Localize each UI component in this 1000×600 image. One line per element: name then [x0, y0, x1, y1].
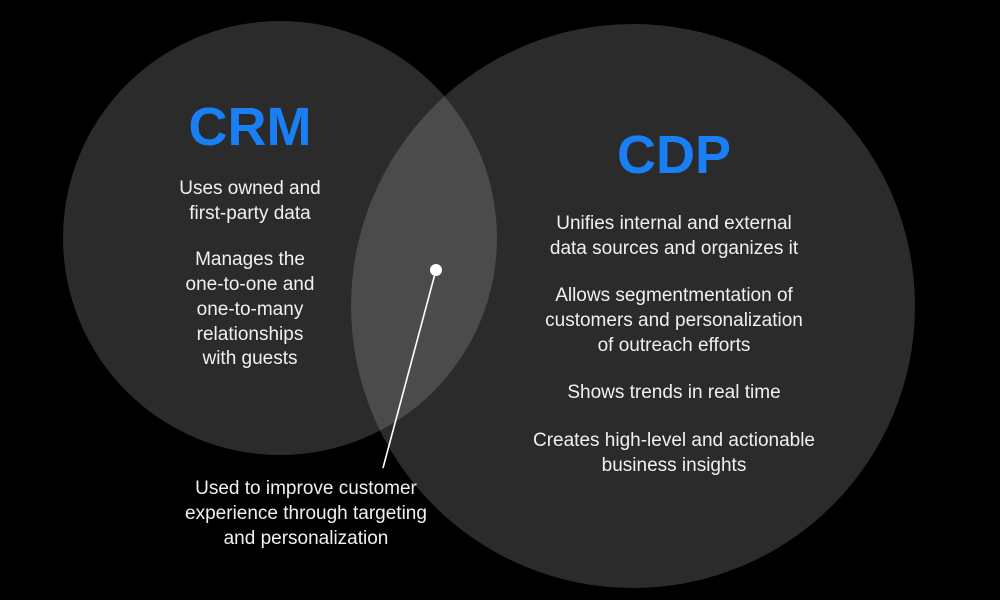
cdp-circle [351, 24, 915, 588]
crm-bullet-2: Manages the one-to-one and one-to-many r… [185, 249, 315, 370]
cdp-bullet-list: Unifies internal and external data sourc… [488, 211, 860, 478]
cdp-panel: CDP Unifies internal and external data s… [488, 125, 860, 478]
crm-bullet-1: Uses owned and first-party data [179, 178, 321, 224]
crm-heading: CRM [188, 97, 312, 157]
crm-bullet-list: Uses owned and first-party data Manages … [120, 177, 380, 372]
callout-dot [430, 264, 442, 276]
cdp-bullet-1: Unifies internal and external data sourc… [549, 213, 799, 260]
cdp-bullet-4: Creates high-level and actionable busine… [532, 429, 815, 476]
cdp-heading: CDP [616, 125, 731, 185]
crm-panel: CRM Uses owned and first-party data Mana… [120, 97, 380, 372]
cdp-bullet-3: Shows trends in real time [567, 382, 781, 404]
callout-leader-line [382, 269, 437, 469]
overlap-callout-text: Used to improve customer experience thro… [185, 478, 427, 550]
cdp-bullet-2: Allows segmentmentation of customers and… [545, 285, 803, 357]
